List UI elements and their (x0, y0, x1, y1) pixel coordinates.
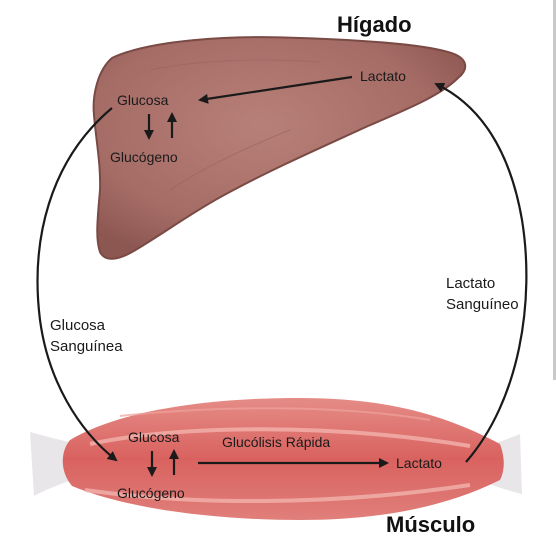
muscle-glucose-label: Glucosa (128, 429, 180, 445)
blood-lactate-label-line2: Sanguíneo (446, 296, 519, 313)
muscle-title: Músculo (386, 512, 475, 537)
muscle-process-label: Glucólisis Rápida (222, 434, 330, 450)
liver-organ (94, 37, 466, 259)
liver-title: Hígado (337, 12, 412, 37)
blood-glucose-label-line2: Sanguínea (50, 338, 123, 355)
blood-lactate-label-line1: Lactato (446, 275, 495, 292)
blood-lactate-arrow (436, 84, 526, 462)
muscle-lactate-label: Lactato (396, 455, 442, 471)
liver-glucose-label: Glucosa (117, 92, 169, 108)
muscle-glycogen-label: Glucógeno (117, 485, 185, 501)
liver-glycogen-label: Glucógeno (110, 149, 178, 165)
blood-glucose-label-line1: Glucosa (50, 317, 106, 334)
liver-shape (94, 37, 466, 259)
muscle-organ (30, 398, 522, 520)
liver-lactate-label: Lactato (360, 68, 406, 84)
